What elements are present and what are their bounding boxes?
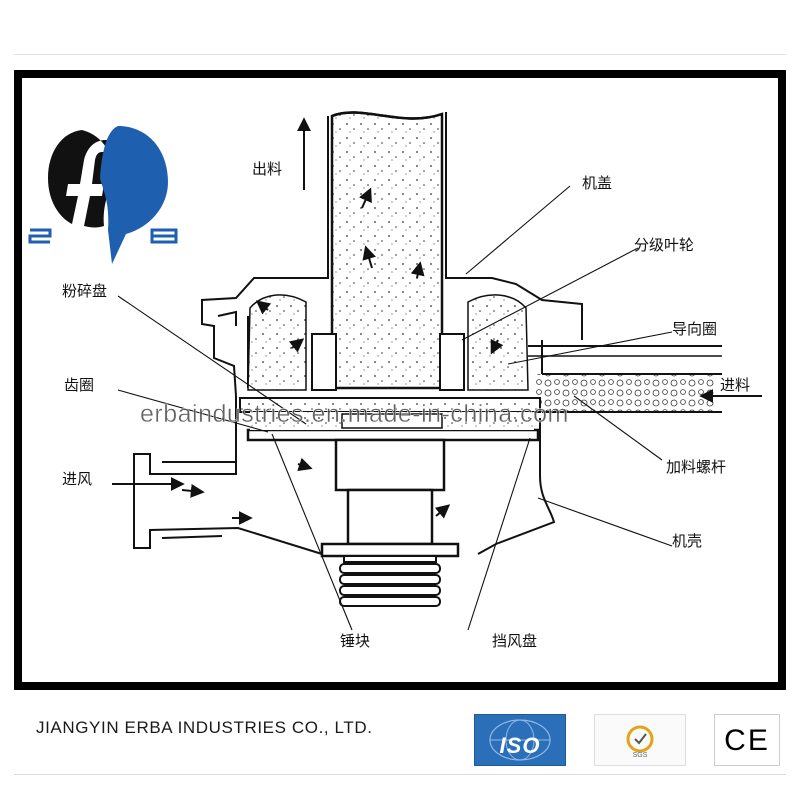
ce-cert-badge: CE [714,714,780,766]
label-hammer: 锤块 [340,632,371,650]
label-cover: 机盖 [582,174,613,192]
label-housing: 机壳 [672,532,703,550]
ce-mark: CE [724,724,770,757]
machine-housing [133,396,556,555]
company-name: JIANGYIN ERBA INDUSTRIES CO., LTD. [36,718,373,737]
shaft [320,438,460,607]
label-grinding-disc: 粉碎盘 [62,282,108,300]
label-guide-ring: 导向圈 [672,320,718,338]
sgs-cert-badge: SGS [594,714,686,766]
feed-screw [528,345,722,413]
footer-divider [14,774,786,775]
label-gear-ring: 齿圈 [64,376,95,394]
footer-bar: JIANGYIN ERBA INDUSTRIES CO., LTD. ISO S… [14,700,786,790]
iso-cert-badge: ISO [474,714,566,766]
leader-lines [117,185,673,631]
label-air-in: 进风 [62,470,93,488]
flow-arrows [112,117,762,525]
sgs-seal-icon [626,725,654,753]
mill-cross-section-drawing [28,111,762,631]
label-air-baffle: 挡风盘 [492,632,538,650]
label-feed-in: 进料 [720,376,751,394]
outlet-pipe [327,111,447,390]
label-classifier-wheel: 分级叶轮 [634,236,695,254]
logo-digits [28,228,178,244]
globe-icon [489,719,551,761]
label-outlet: 出料 [252,160,283,178]
sgs-text: SGS [632,752,648,759]
label-feed-screw: 加料螺杆 [666,458,727,476]
iso-text: ISO [499,733,541,758]
top-strip [14,14,786,55]
diagram-canvas: 出料 机盖 分级叶轮 粉碎盘 导向圈 齿圈 进料 加料螺杆 进风 机壳 锤块 挡… [22,78,778,682]
diagram-frame: 出料 机盖 分级叶轮 粉碎盘 导向圈 齿圈 进料 加料螺杆 进风 机壳 锤块 挡… [14,70,786,690]
watermark: erbaindustries.en.made-in-china.com [140,400,569,428]
grinding-disc [239,397,541,442]
company-logo [48,126,168,264]
